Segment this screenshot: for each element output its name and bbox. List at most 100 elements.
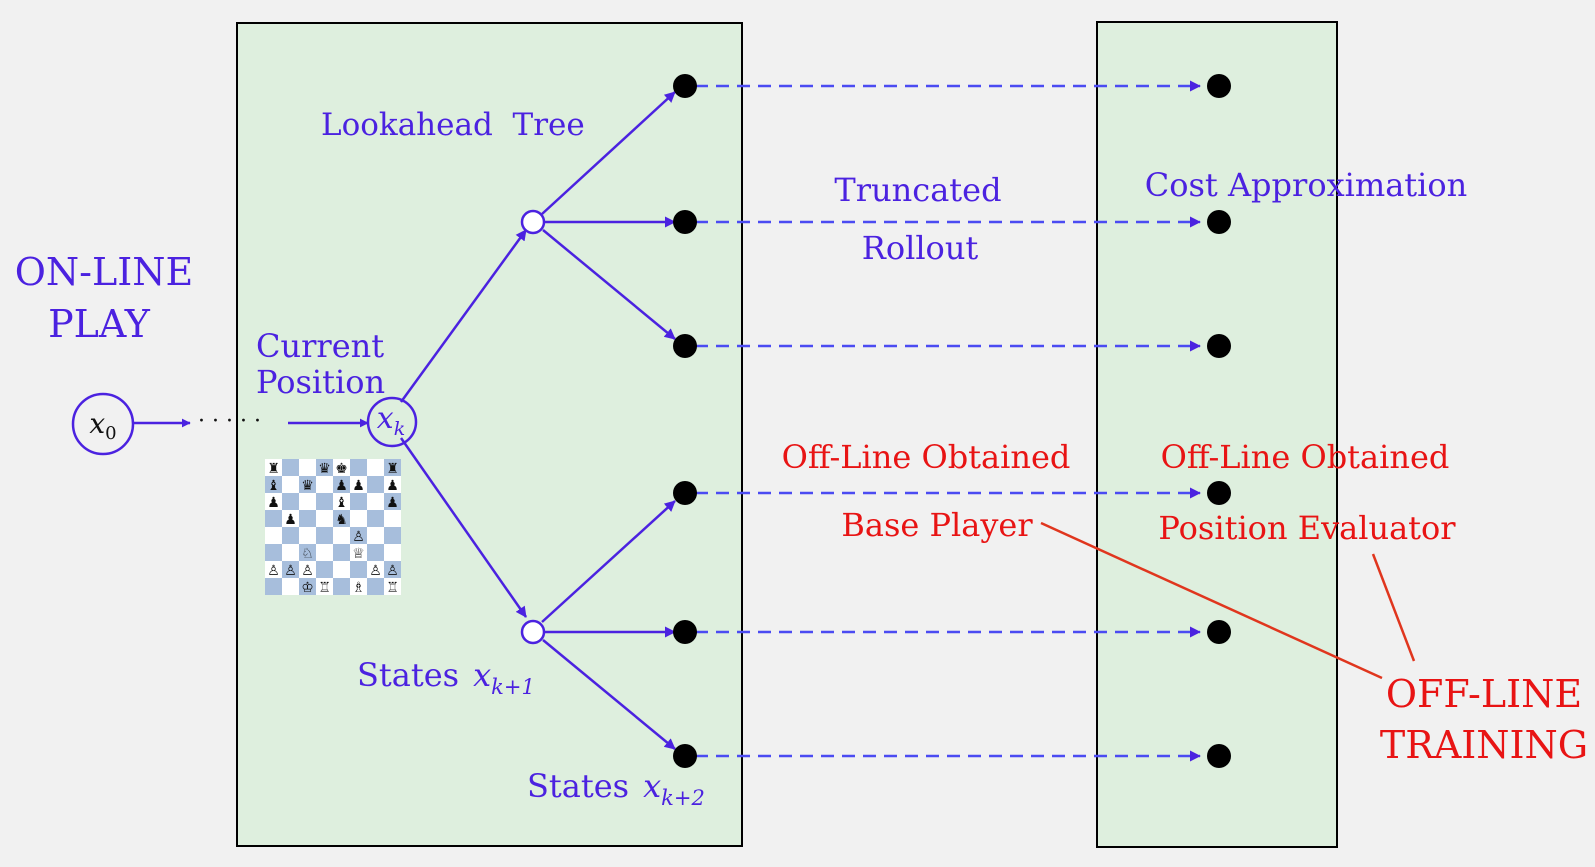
leaf-node-4: [673, 481, 697, 505]
rollout-arrows: [695, 80, 1201, 762]
chess-piece: ♛: [301, 478, 314, 494]
chess-piece: ♙: [284, 563, 297, 579]
chess-piece: ♟: [386, 478, 399, 494]
offline-obtained-right-label: Off-Line Obtained: [1161, 438, 1450, 476]
board-square: [316, 578, 333, 595]
board-square: [333, 561, 350, 578]
current-position-label-line1: Current: [256, 327, 384, 365]
board-square: [384, 476, 401, 493]
x0-sub: 0: [105, 423, 116, 444]
node-x0: [71, 392, 135, 456]
current-position-label-line2: Position: [256, 363, 385, 401]
board-square: [282, 476, 299, 493]
rollout-label: Rollout: [862, 229, 979, 267]
board-square: [333, 510, 350, 527]
evaluator-node-2: [1207, 210, 1231, 234]
board-square: [384, 459, 401, 476]
board-square: [265, 510, 282, 527]
board-square: [265, 476, 282, 493]
chess-piece: ♜: [386, 461, 399, 477]
board-square: [299, 527, 316, 544]
board-square: [299, 578, 316, 595]
edge-xk-to-lower: [399, 437, 528, 618]
chess-piece: ♕: [352, 546, 365, 562]
board-square: [367, 476, 384, 493]
chess-piece: ♙: [386, 563, 399, 579]
leaf-nodes: [673, 74, 697, 768]
board-square: [282, 578, 299, 595]
base-player-connector: [1040, 521, 1383, 680]
board-square: [299, 510, 316, 527]
board-square: [350, 459, 367, 476]
board-square: [384, 561, 401, 578]
board-square: [282, 510, 299, 527]
board-square: [350, 561, 367, 578]
leaf-node-6: [673, 744, 697, 768]
dots-label: · · · · ·: [198, 409, 261, 434]
edge-lower-to-leaf-4: [541, 500, 676, 623]
leaf-node-2: [673, 210, 697, 234]
board-square: [265, 493, 282, 510]
board-square: [299, 476, 316, 493]
board-square: [333, 476, 350, 493]
board-square: [299, 459, 316, 476]
evaluator-nodes: [1207, 74, 1231, 768]
board-square: [299, 493, 316, 510]
chess-piece: ♟: [335, 478, 348, 494]
board-square: [367, 527, 384, 544]
board-square: [367, 544, 384, 561]
board-square: [384, 544, 401, 561]
board-square: [265, 544, 282, 561]
edge-upper-to-leaf-3: [542, 229, 676, 340]
board-square: [282, 561, 299, 578]
lookahead-tree-text: Lookahead Tree: [321, 107, 585, 143]
chess-piece: ♙: [369, 563, 382, 579]
chess-piece: ♖: [386, 580, 399, 596]
x0-var: x: [89, 407, 105, 440]
chess-piece: ♟: [386, 495, 399, 511]
xk-label: xk: [377, 401, 405, 440]
board-square: [384, 510, 401, 527]
chess-piece: ♝: [267, 478, 280, 494]
edge-xk-to-upper: [399, 229, 528, 403]
leaf-node-3: [673, 334, 697, 358]
node-upper-state: [520, 209, 546, 235]
board-square: [265, 561, 282, 578]
board-square: [316, 510, 333, 527]
states-k1-sub: k+1: [491, 675, 535, 699]
board-square: [316, 493, 333, 510]
board-square: [350, 578, 367, 595]
board-square: [265, 578, 282, 595]
xk-sub: k: [394, 418, 406, 440]
board-square: [316, 527, 333, 544]
lookahead-panel: [236, 22, 743, 847]
truncated-label: Truncated: [834, 171, 1001, 209]
board-square: [333, 493, 350, 510]
board-square: [316, 561, 333, 578]
evaluator-node-3: [1207, 334, 1231, 358]
board-square: [384, 578, 401, 595]
chess-piece: ♟: [267, 495, 280, 511]
xk-var: x: [377, 401, 394, 436]
board-square: [333, 578, 350, 595]
states-k1-prefix: States: [357, 656, 459, 694]
board-square: [367, 510, 384, 527]
offline-training-label-line1: OFF-LINE: [1386, 672, 1582, 716]
online-play-label-line1: ON-LINE: [15, 250, 193, 294]
evaluator-node-5: [1207, 620, 1231, 644]
evaluator-node-1: [1207, 74, 1231, 98]
board-square: [282, 527, 299, 544]
chess-piece: ♗: [352, 580, 365, 596]
chess-piece: ♝: [335, 495, 348, 511]
chess-piece: ♙: [267, 563, 280, 579]
cost-approximation-label: Cost Approximation: [1145, 166, 1468, 204]
board-square: [367, 578, 384, 595]
states-k1-var: x: [473, 656, 491, 694]
board-square: [316, 459, 333, 476]
chess-piece: ♙: [352, 529, 365, 545]
board-square: [316, 476, 333, 493]
chess-piece: ♟: [284, 512, 297, 528]
chess-piece: ♚: [335, 461, 348, 477]
board-square: [333, 459, 350, 476]
board-square: [384, 527, 401, 544]
